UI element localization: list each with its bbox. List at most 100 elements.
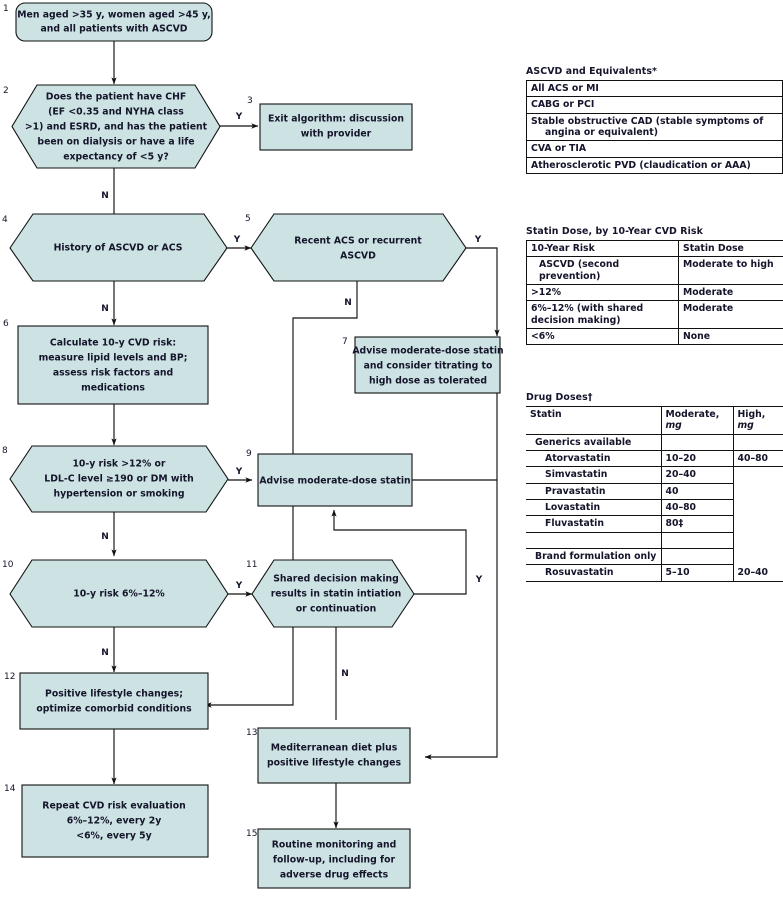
node-1-line-2: and all patients with ASCVD xyxy=(40,24,187,35)
drug-row-3-high xyxy=(733,467,783,483)
edge-label-2-no: N xyxy=(101,191,109,201)
node-7-line-1: Advise moderate-dose statin xyxy=(352,346,503,357)
node-7-number: 7 xyxy=(342,337,348,347)
node-7-line-2: and consider titrating to xyxy=(364,361,493,372)
node-1-line-1: Men aged >35 y, women aged >45 y, xyxy=(17,10,210,21)
drug-row-8-moderate xyxy=(661,548,734,566)
node-1[interactable]: 1 Men aged >35 y, women aged >45 y, and … xyxy=(3,2,213,42)
node-2-line-5: expectancy of <5 y? xyxy=(63,152,169,163)
edge-11-to-9 xyxy=(331,509,467,595)
edge-label-8-no: N xyxy=(101,532,109,542)
table-row: Generics available xyxy=(526,434,783,451)
drug-row-5-moderate: 40–80 xyxy=(661,499,734,517)
node-8-number: 8 xyxy=(2,446,8,456)
dose-row-3-risk: 6%–12% (with shared decision making) xyxy=(526,300,679,329)
node-9-shape xyxy=(257,453,413,507)
table-header-row: 10-Year Risk Statin Dose xyxy=(526,240,783,258)
node-15-line-2: follow-up, including for xyxy=(273,855,396,866)
table-row: 6%–12% (with shared decision making) Mod… xyxy=(526,300,783,329)
node-13-number: 13 xyxy=(246,728,257,738)
node-2[interactable]: 2 Does the patient have CHF (EF <0.35 an… xyxy=(3,84,221,169)
node-12-line-1: Positive lifestyle changes; xyxy=(45,689,183,700)
node-2-number: 2 xyxy=(3,86,9,96)
drug-header-high: High, mg xyxy=(733,406,783,435)
drug-row-5-name: Lovastatin xyxy=(526,499,662,517)
node-2-line-2: (EF <0.35 and NYHA class xyxy=(48,107,184,118)
table-row: CVA or TIA xyxy=(526,140,783,158)
drug-row-1-high xyxy=(733,434,783,451)
ascvd-equivalents-table-block: ASCVD and Equivalents* All ACS or MI CAB… xyxy=(526,66,783,174)
node-9[interactable]: 9 Advise moderate-dose statin xyxy=(246,449,413,507)
drug-row-8-name: Brand formulation only xyxy=(526,548,662,566)
drug-header-moderate: Moderate, mg xyxy=(661,406,734,435)
table-row: Rosuvastatin 5–10 20–40 xyxy=(526,564,783,582)
node-5[interactable]: 5 Recent ACS or recurrent ASCVD xyxy=(245,213,467,282)
edge-labels: Y N Y N Y N Y N Y N Y N xyxy=(101,112,483,679)
node-8-line-1: 10-y risk >12% or xyxy=(72,459,165,470)
node-15-line-3: adverse drug effects xyxy=(280,870,389,881)
drug-row-6-moderate: 80‡ xyxy=(661,515,734,533)
table-row: All ACS or MI xyxy=(526,80,783,98)
edge-label-10-yes: Y xyxy=(235,581,243,591)
node-10-number: 10 xyxy=(2,560,14,570)
node-8[interactable]: 8 10-y risk >12% or LDL-C level ≥190 or … xyxy=(2,445,229,513)
node-10[interactable]: 10 10-y risk 6%–12% xyxy=(2,559,229,628)
drug-row-2-moderate: 10–20 xyxy=(661,450,734,468)
dose-header-dose: Statin Dose xyxy=(678,240,783,258)
node-6[interactable]: 6 Calculate 10-y CVD risk: measure lipid… xyxy=(3,319,209,405)
table-row: Atorvastatin 10–20 40–80 xyxy=(526,450,783,468)
drug-row-9-moderate: 5–10 xyxy=(661,564,734,582)
table-row: Stable obstructive CAD (stable symptoms … xyxy=(526,113,783,142)
node-1-number: 1 xyxy=(3,4,9,14)
node-2-line-1: Does the patient have CHF xyxy=(46,92,186,103)
table-row-spacer xyxy=(526,532,783,549)
node-13[interactable]: 13 Mediterranean diet plus positive life… xyxy=(246,727,411,784)
drug-row-7-high xyxy=(733,532,783,548)
drug-row-2-high: 40–80 xyxy=(733,450,783,468)
drug-row-7-moderate xyxy=(661,532,734,549)
edge-label-10-no: N xyxy=(101,648,109,658)
node-3-line-2: with provider xyxy=(301,129,372,140)
dose-row-3-dose: Moderate xyxy=(678,300,783,329)
node-3-shape xyxy=(259,103,413,151)
drug-row-9-name: Rosuvastatin xyxy=(526,564,662,582)
node-4-number: 4 xyxy=(2,215,8,225)
dose-row-1-risk: ASCVD (second prevention) xyxy=(526,256,679,285)
node-11-line-3: or continuation xyxy=(296,604,377,615)
drug-row-3-name: Simvastatin xyxy=(526,466,662,484)
node-13-line-2: positive lifestyle changes xyxy=(267,758,401,769)
drug-row-1-name: Generics available xyxy=(526,434,662,451)
node-14-line-3: <6%, every 5y xyxy=(76,831,151,842)
drug-row-9-high: 20–40 xyxy=(733,564,783,582)
node-1-shape xyxy=(15,2,213,42)
node-12-number: 12 xyxy=(4,672,15,682)
statin-dose-table-title: Statin Dose, by 10-Year CVD Risk xyxy=(526,226,703,237)
ascvd-equivalents-table: All ACS or MI CABG or PCI Stable obstruc… xyxy=(526,80,783,174)
node-2-shape xyxy=(11,84,221,169)
node-4[interactable]: 4 History of ASCVD or ACS xyxy=(2,213,228,282)
node-3-number: 3 xyxy=(247,96,253,106)
table-row: <6% None xyxy=(526,328,783,345)
edge-label-8-yes: Y xyxy=(235,467,243,477)
table-row: Atherosclerotic PVD (claudication or AAA… xyxy=(527,157,783,173)
statin-dose-table-block: Statin Dose, by 10-Year CVD Risk 10-Year… xyxy=(526,226,783,346)
node-8-shape xyxy=(9,445,229,513)
drug-header-statin: Statin xyxy=(526,406,662,435)
node-14[interactable]: 14 Repeat CVD risk evaluation 6%–12%, ev… xyxy=(4,784,209,858)
node-15[interactable]: 15 Routine monitoring and follow-up, inc… xyxy=(246,828,411,889)
drug-row-8-high xyxy=(733,548,783,564)
node-6-line-1: Calculate 10-y CVD risk: xyxy=(50,338,176,349)
node-9-number: 9 xyxy=(246,449,252,459)
node-7[interactable]: 7 Advise moderate-dose statin and consid… xyxy=(342,336,504,394)
drug-row-4-moderate: 40 xyxy=(661,483,734,500)
node-3[interactable]: 3 Exit algorithm: discussion with provid… xyxy=(247,96,413,151)
table-row: Simvastatin 20–40 xyxy=(526,466,783,484)
node-14-number: 14 xyxy=(4,784,16,794)
node-12[interactable]: 12 Positive lifestyle changes; optimize … xyxy=(4,672,209,730)
ascvd-row-3-line-1: Stable obstructive CAD (stable symptoms … xyxy=(531,115,764,127)
edge-5-no-to-12 xyxy=(204,281,358,708)
statin-dose-table: 10-Year Risk Statin Dose ASCVD (second p… xyxy=(526,240,783,346)
table-row: ASCVD (second prevention) Moderate to hi… xyxy=(526,256,783,285)
node-11[interactable]: 11 Shared decision making results in sta… xyxy=(246,559,415,628)
node-4-shape xyxy=(9,213,228,282)
